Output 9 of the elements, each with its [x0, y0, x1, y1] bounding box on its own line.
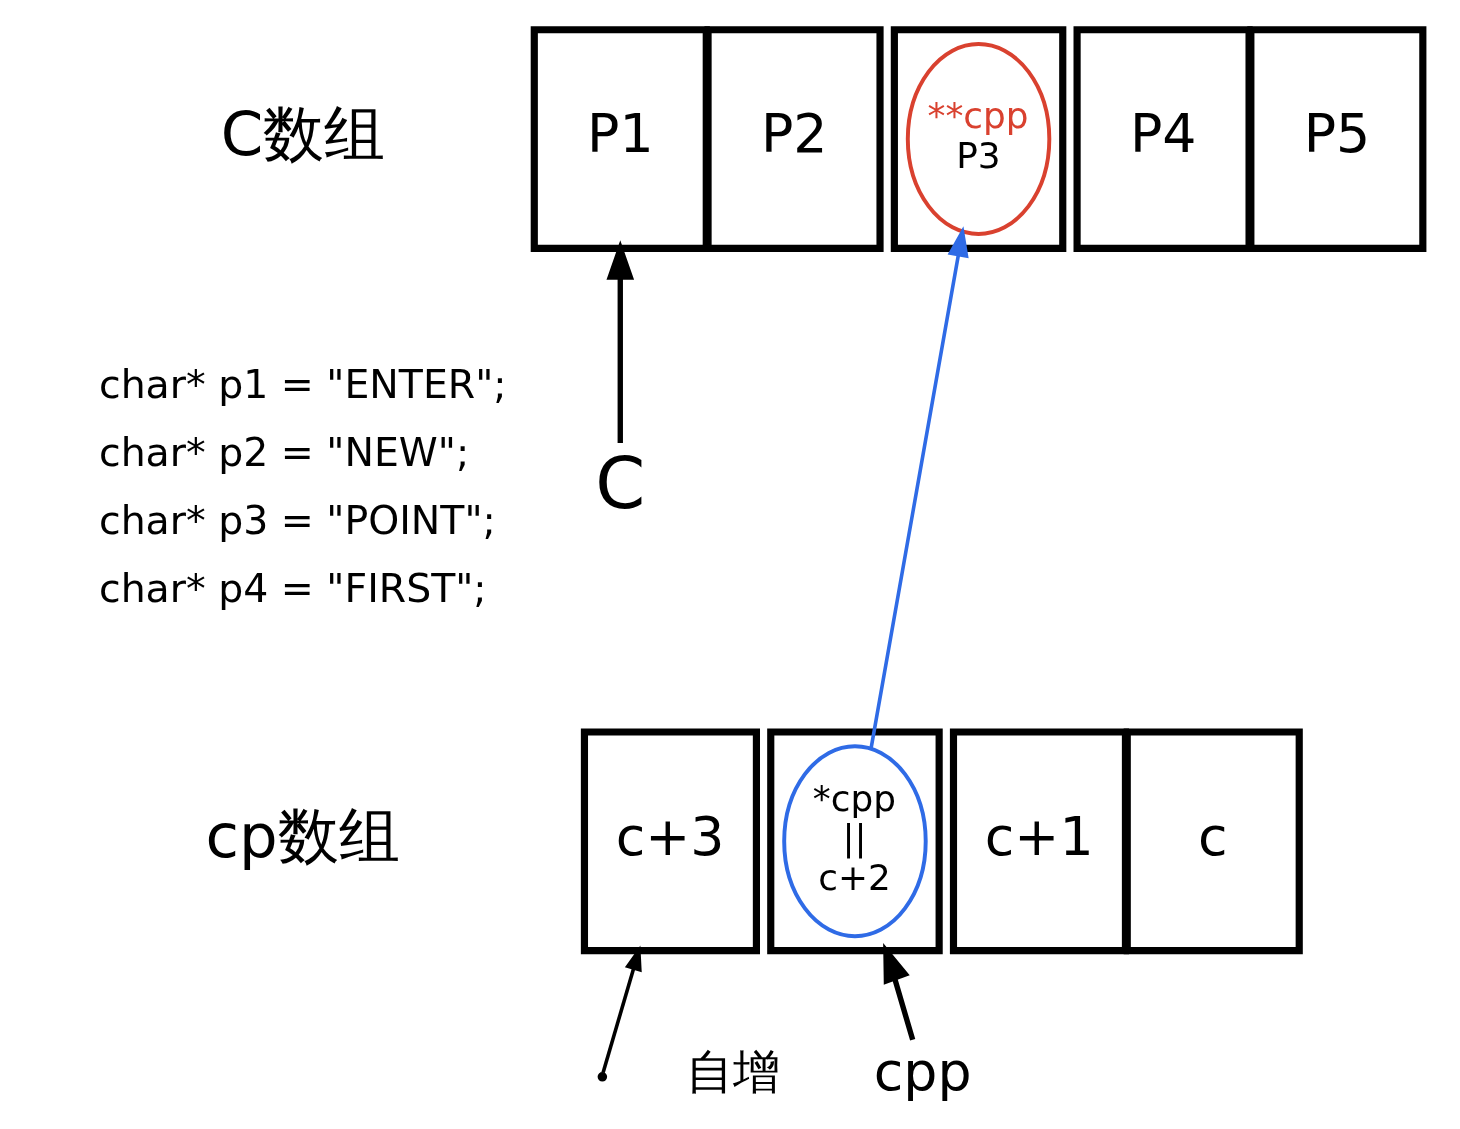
label: cp数组	[205, 799, 400, 871]
node-text: cpp	[873, 1040, 972, 1104]
label: char* p2 = "NEW";	[98, 429, 470, 476]
label: char* p1 = "ENTER";	[98, 361, 507, 408]
node-text: C	[595, 441, 646, 526]
label: 自增	[685, 1045, 780, 1100]
label: char* p4 = "FIRST";	[98, 565, 487, 612]
label: C数组	[220, 97, 386, 169]
label: char* p3 = "POINT";	[98, 497, 496, 544]
